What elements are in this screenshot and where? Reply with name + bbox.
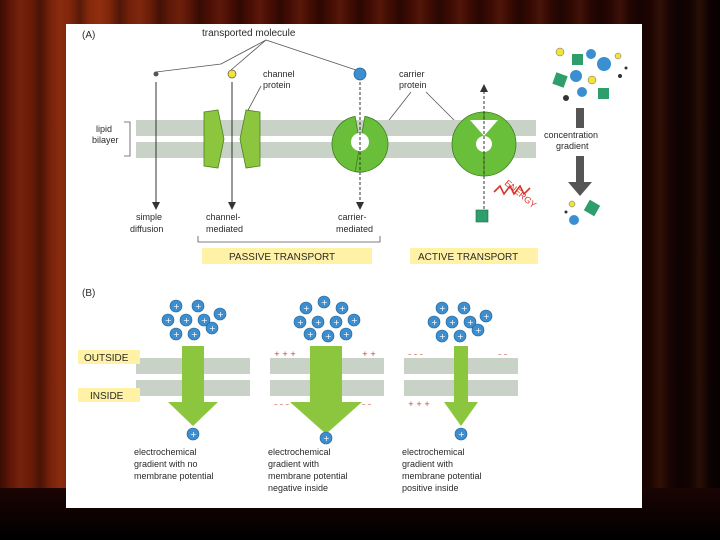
caption-b3-line4: positive inside: [402, 483, 459, 493]
lipid-bilayer-label-2: bilayer: [92, 135, 119, 145]
minus-signs-inside-b2-right: – –: [362, 400, 372, 408]
minus-signs-outside-b3-right: – –: [498, 350, 508, 358]
ion-charge: +: [183, 316, 190, 325]
ion-charge: +: [209, 324, 216, 333]
carrier-leader-2: [426, 92, 456, 122]
ion-charge: +: [457, 332, 464, 341]
ion-charge: +: [297, 318, 304, 327]
svg-text:+: +: [458, 430, 465, 439]
ion-charge: +: [325, 332, 332, 341]
caption-b2-line2: gradient with: [268, 459, 319, 469]
active-transport-label: ACTIVE TRANSPORT: [418, 252, 518, 263]
channel-protein-label-1: channel: [263, 69, 295, 79]
caption-b1-line1: electrochemical: [134, 447, 197, 457]
carrier-leader-1: [386, 92, 411, 124]
carrier-mediated-label-2: mediated: [336, 224, 373, 234]
energy-label: ENERGY: [503, 178, 539, 210]
minus-signs-outside-b3: – – –: [408, 350, 423, 358]
passive-bracket: [198, 236, 380, 242]
simple-diffusion-label-2: diffusion: [130, 224, 163, 234]
inside-label: INSIDE: [90, 391, 124, 402]
caption-b2-line1: electrochemical: [268, 447, 331, 457]
lipid-bilayer-label-1: lipid: [96, 124, 112, 134]
channel-leader: [246, 86, 261, 114]
svg-text:+: +: [323, 434, 330, 443]
channel-protein-left: [204, 110, 224, 168]
outside-label: OUTSIDE: [84, 353, 129, 364]
caption-b3-line1: electrochemical: [402, 447, 465, 457]
ion-charge: +: [321, 298, 328, 307]
molecule-leader-lines: [156, 40, 356, 72]
plus-signs-inside-b3: + + +: [408, 400, 430, 408]
plus-signs-outside-b2-right: + +: [362, 350, 376, 358]
channel-molecule-dot: [228, 70, 236, 78]
caption-b3-line3: membrane potential: [402, 471, 482, 481]
transported-molecule-label: transported molecule: [202, 28, 296, 39]
ion-below-b1: +: [187, 428, 199, 440]
channel-mediated-label-1: channel-: [206, 212, 241, 222]
panel-b-label: (B): [82, 288, 95, 299]
ion-charge: +: [217, 310, 224, 319]
channel-protein-label-2: protein: [263, 80, 291, 90]
plus-signs-outside-b2: + + +: [274, 350, 296, 358]
passive-transport-label: PASSIVE TRANSPORT: [229, 252, 335, 263]
ion-charge: +: [431, 318, 438, 327]
carrier-protein-label-2: protein: [399, 80, 427, 90]
caption-b3-line2: gradient with: [402, 459, 453, 469]
molecule-cluster-high: [552, 48, 627, 101]
carrier-protein-label-1: carrier: [399, 69, 425, 79]
ion-charge: +: [201, 316, 208, 325]
channel-mediated-label-2: mediated: [206, 224, 243, 234]
ion-charge: +: [333, 318, 340, 327]
slide: (A) transported molecule channel protein…: [66, 24, 642, 508]
ion-charge: +: [339, 304, 346, 313]
ion-charge: +: [191, 330, 198, 339]
ion-charge: +: [449, 318, 456, 327]
concentration-gradient-label-2: gradient: [556, 141, 589, 151]
ion-charge: +: [195, 302, 202, 311]
ion-below-b2: +: [320, 432, 332, 444]
minus-signs-inside-b2: – – –: [274, 400, 289, 408]
ion-charge: +: [461, 304, 468, 313]
ion-charge: +: [173, 330, 180, 339]
small-molecule-dot: [154, 72, 159, 77]
ion-charge: +: [439, 304, 446, 313]
ion-charge: +: [173, 302, 180, 311]
ion-charge: +: [165, 316, 172, 325]
ion-charge: +: [467, 318, 474, 327]
ion-charge: +: [351, 316, 358, 325]
panel-a-label: (A): [82, 30, 95, 41]
concentration-gradient-label-1: concentration: [544, 130, 598, 140]
pump-substrate-square: [476, 210, 488, 222]
caption-b1-line2: gradient with no: [134, 459, 198, 469]
ion-charge: +: [303, 304, 310, 313]
caption-b1-line3: membrane potential: [134, 471, 214, 481]
simple-diffusion-label-1: simple: [136, 212, 162, 222]
ion-charge: +: [343, 330, 350, 339]
bilayer-bracket: [124, 122, 130, 156]
ion-cluster-b2: ++++++++++: [294, 296, 360, 342]
ion-charge: +: [475, 326, 482, 335]
transport-diagram: (A) transported molecule channel protein…: [66, 24, 642, 508]
carrier-mediated-label-1: carrier-: [338, 212, 367, 222]
ion-charge: +: [315, 318, 322, 327]
gradient-arrow-top: [576, 108, 584, 128]
carrier-molecule-dot: [354, 68, 366, 80]
ion-below-b3: +: [455, 428, 467, 440]
svg-text:+: +: [190, 430, 197, 439]
channel-protein-right: [240, 110, 260, 168]
ion-charge: +: [439, 332, 446, 341]
ion-cluster-b3: +++++++++: [428, 302, 492, 342]
ion-charge: +: [307, 330, 314, 339]
molecule-cluster-low: [565, 200, 601, 225]
ion-charge: +: [483, 312, 490, 321]
ion-cluster-b1: +++++++++: [162, 300, 226, 340]
concentration-gradient-arrow: [568, 156, 592, 196]
caption-b2-line3: membrane potential: [268, 471, 348, 481]
caption-b2-line4: negative inside: [268, 483, 328, 493]
